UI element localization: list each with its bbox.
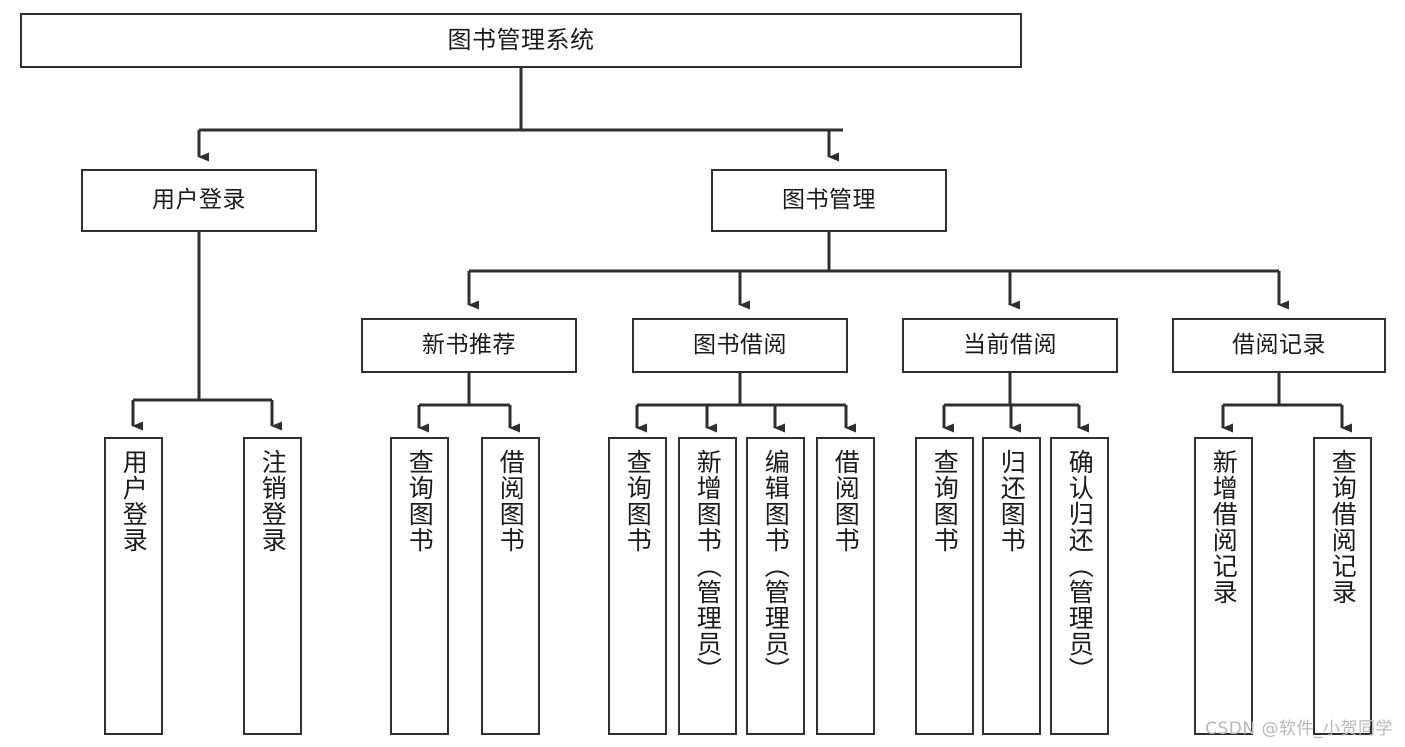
leaf-logout-login-label: 注销登录: [258, 449, 288, 553]
node-current-borrow-label: 当前借阅: [963, 331, 1057, 358]
leaf-confirm-return-label: 确认归还（管理员）: [1065, 449, 1095, 683]
leaf-borrow-book-1[interactable]: 借阅图书: [481, 437, 540, 735]
leaf-add-record[interactable]: 新增借阅记录: [1194, 437, 1253, 735]
leaf-borrow-book-2-label: 借阅图书: [831, 449, 861, 553]
leaf-edit-book-label: 编辑图书（管理员）: [761, 449, 791, 683]
leaf-borrow-book-2[interactable]: 借阅图书: [816, 437, 875, 735]
leaf-return-book[interactable]: 归还图书: [982, 437, 1041, 735]
node-current-borrow[interactable]: 当前借阅: [902, 318, 1118, 373]
leaf-query-book-3[interactable]: 查询图书: [915, 437, 974, 735]
leaf-query-record-label: 查询借阅记录: [1328, 449, 1358, 605]
leaf-query-record[interactable]: 查询借阅记录: [1313, 437, 1372, 735]
leaf-edit-book[interactable]: 编辑图书（管理员）: [746, 437, 805, 735]
leaf-add-record-label: 新增借阅记录: [1209, 449, 1239, 605]
node-book-manage-label: 图书管理: [782, 186, 876, 213]
node-new-book-recommend[interactable]: 新书推荐: [361, 318, 577, 373]
leaf-user-login-label: 用户登录: [119, 449, 149, 553]
node-root-label: 图书管理系统: [447, 26, 595, 55]
node-book-manage[interactable]: 图书管理: [711, 169, 947, 232]
node-new-book-recommend-label: 新书推荐: [422, 331, 516, 358]
leaf-logout-login[interactable]: 注销登录: [243, 437, 302, 735]
leaf-query-book-1[interactable]: 查询图书: [390, 437, 449, 735]
node-borrow-record-label: 借阅记录: [1232, 331, 1326, 358]
node-book-borrow-label: 图书借阅: [693, 331, 787, 358]
leaf-user-login[interactable]: 用户登录: [104, 437, 163, 735]
leaf-query-book-2-label: 查询图书: [623, 449, 653, 553]
leaf-add-book[interactable]: 新增图书（管理员）: [678, 437, 737, 735]
node-borrow-record[interactable]: 借阅记录: [1172, 318, 1386, 373]
node-root[interactable]: 图书管理系统: [20, 13, 1022, 68]
node-user-login-label: 用户登录: [152, 186, 246, 213]
leaf-query-book-2[interactable]: 查询图书: [608, 437, 667, 735]
leaf-return-book-label: 归还图书: [997, 449, 1027, 553]
node-user-login[interactable]: 用户登录: [81, 169, 317, 232]
leaf-add-book-label: 新增图书（管理员）: [693, 449, 723, 683]
leaf-borrow-book-1-label: 借阅图书: [496, 449, 526, 553]
leaf-query-book-1-label: 查询图书: [405, 449, 435, 553]
leaf-confirm-return[interactable]: 确认归还（管理员）: [1050, 437, 1109, 735]
leaf-query-book-3-label: 查询图书: [930, 449, 960, 553]
node-book-borrow[interactable]: 图书借阅: [632, 318, 848, 373]
watermark: CSDN @软件_小贺同学: [1205, 719, 1393, 739]
